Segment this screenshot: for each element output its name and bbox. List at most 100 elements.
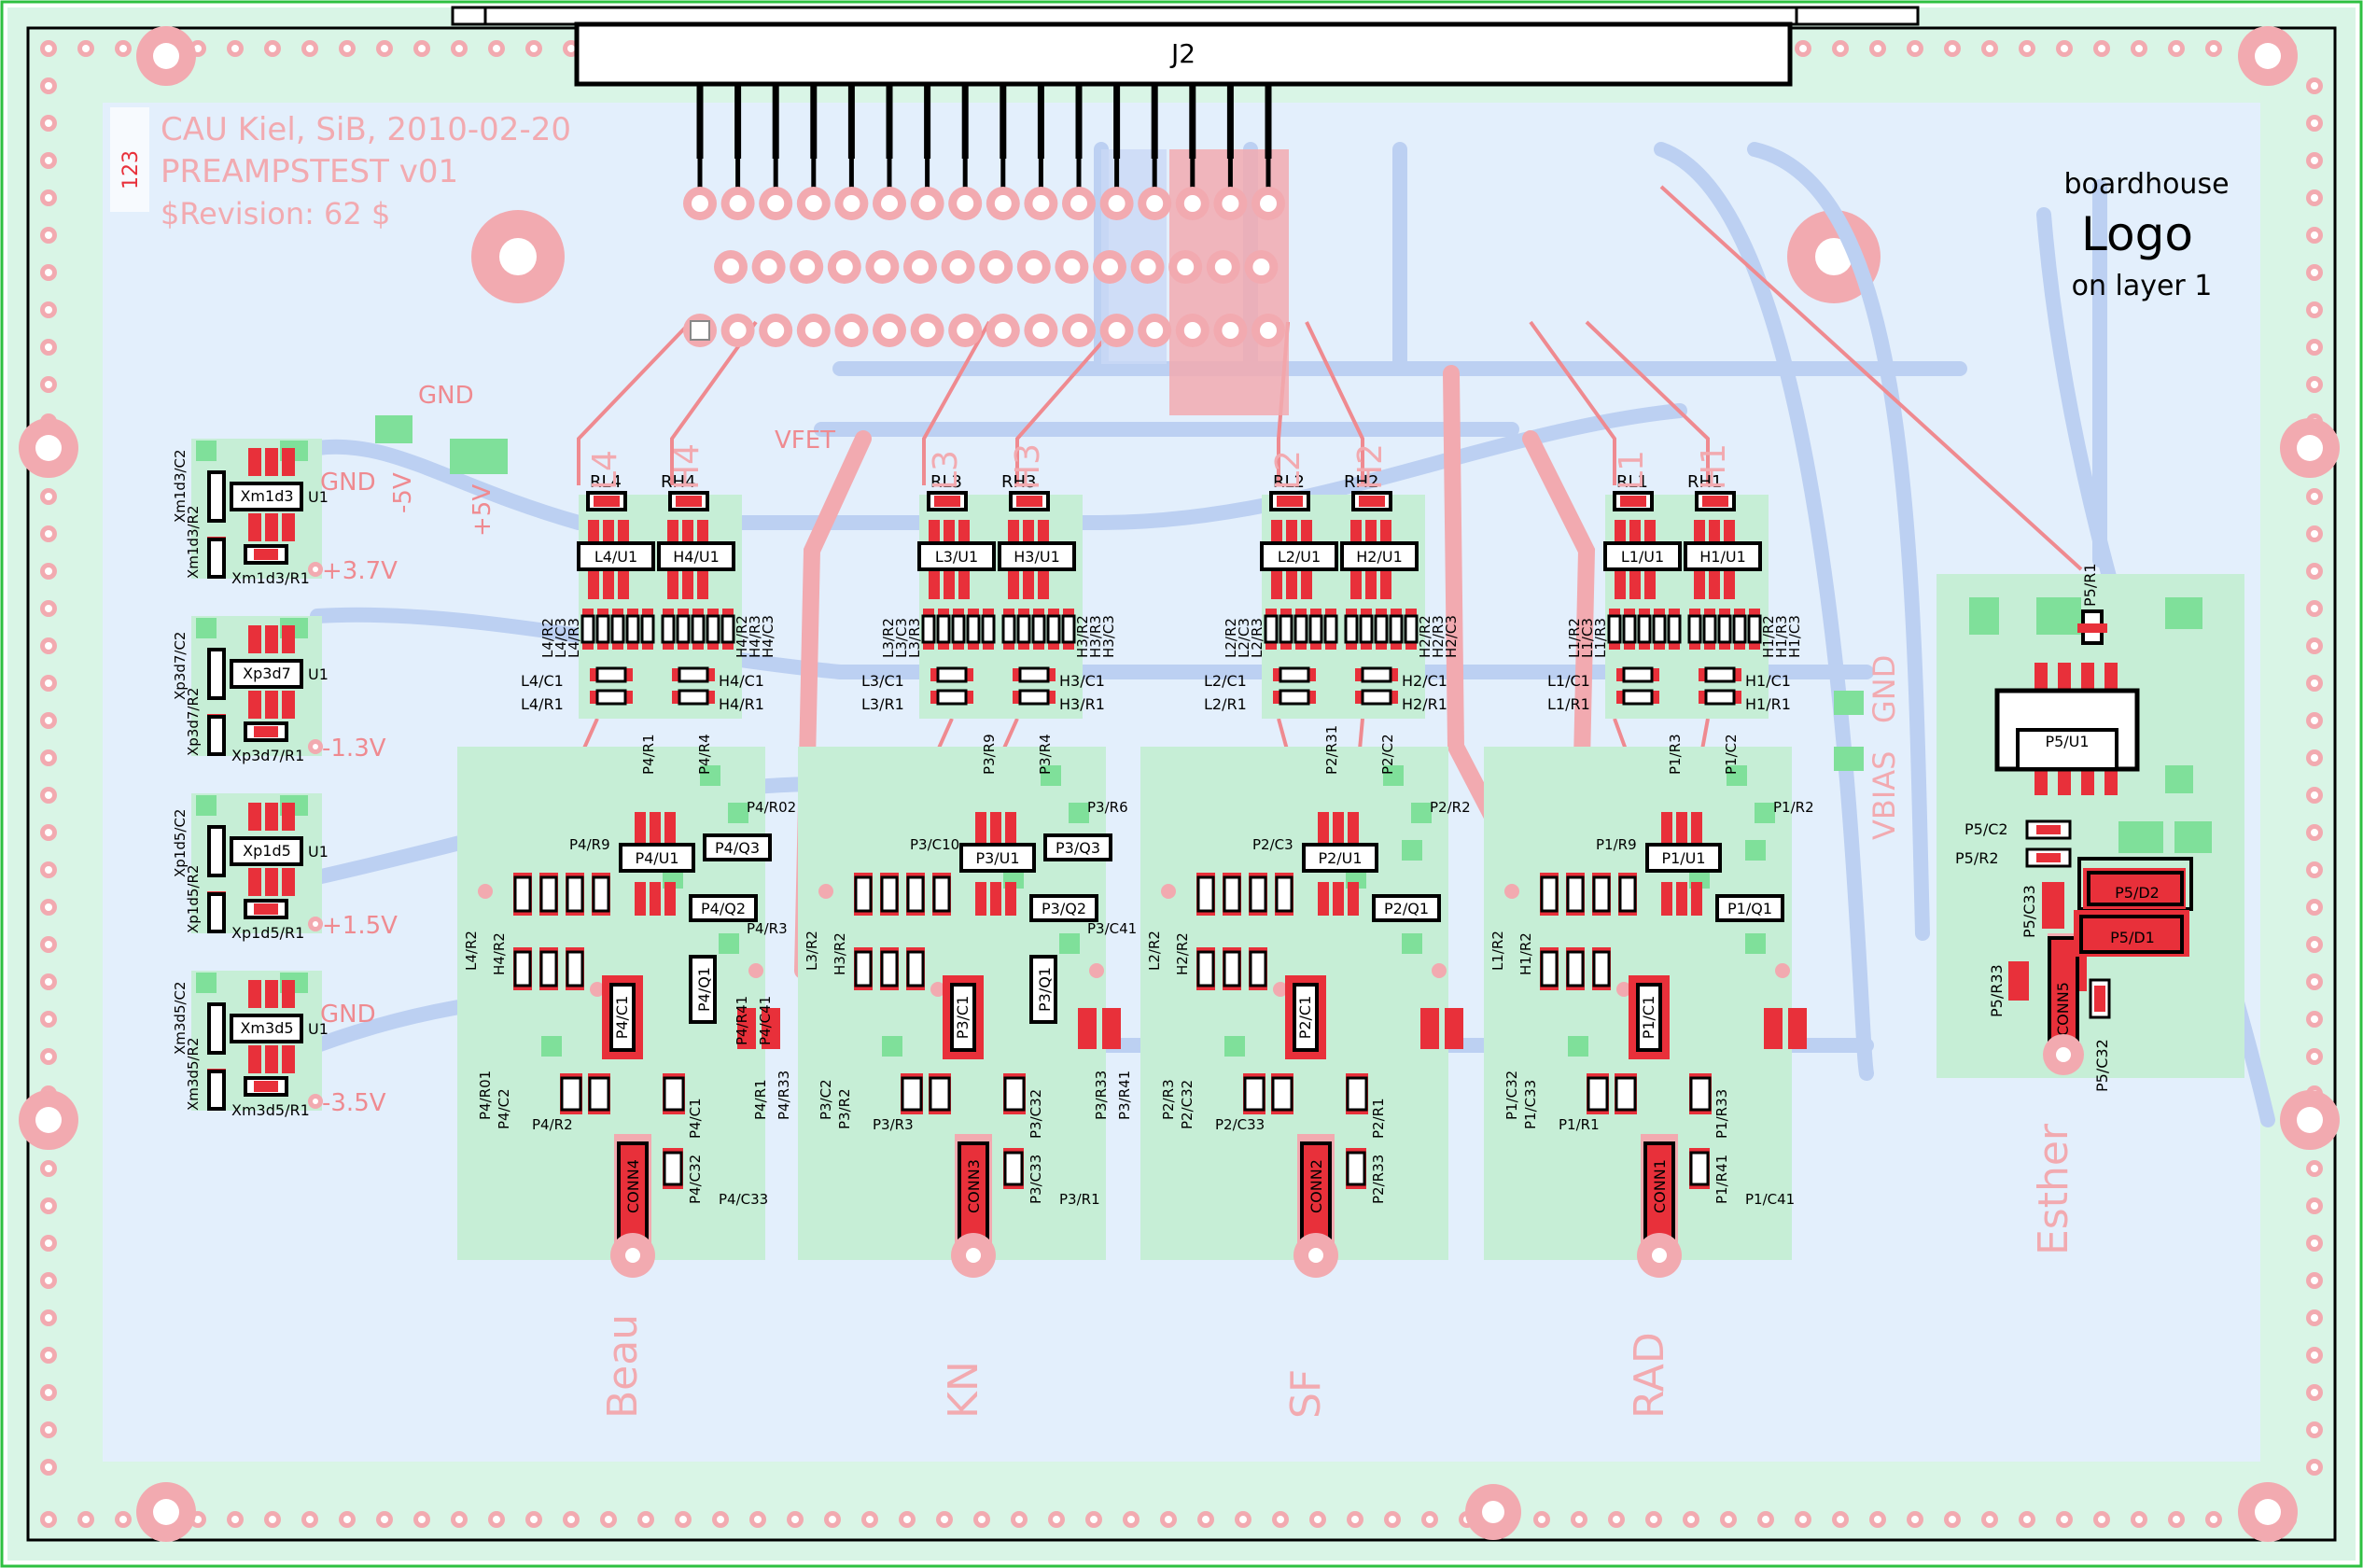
- h-stack-label: H4/C3: [760, 615, 776, 658]
- amp-part-label: P4/R41: [734, 996, 750, 1045]
- regulator-r2-label: Xm1d3/R2: [185, 505, 202, 579]
- regulator-r2-label: Xp1d5/R2: [185, 865, 202, 933]
- l-big-label: L3: [927, 450, 965, 490]
- h-r1-label: H4/R1: [719, 695, 764, 713]
- channel-5: P5/R1 P5/U1 P5/C2 P5/R2 P5/C33 P5/R33: [1937, 563, 2244, 1255]
- amp-part-label: L2/R2: [1146, 931, 1163, 971]
- rail-plus5-label: +5V: [468, 484, 496, 537]
- amp-part-label: P3/C2: [818, 1079, 834, 1120]
- h-big-label: H1: [1695, 443, 1733, 490]
- amp-part-label: P4/R9: [569, 836, 610, 853]
- l-u1-label: L1/U1: [1621, 548, 1664, 566]
- rh-label: RH3: [1001, 472, 1037, 492]
- header-line-3: $Revision: 62 $: [161, 196, 390, 231]
- amp-part-label: P3/C10: [910, 836, 959, 853]
- amp-part-label: P3/R33: [1093, 1071, 1110, 1120]
- regulator-u1-label: Xp3d7: [243, 665, 291, 682]
- amp-part-label: P1/C2: [1723, 734, 1740, 775]
- l-stack-label: L4/R2: [539, 618, 556, 658]
- amp-part-label: P3/C41: [1087, 920, 1137, 937]
- amp-u1-label: P3/U1: [975, 849, 1019, 867]
- l-r1-label: L2/R1: [1204, 695, 1247, 713]
- side-gnd-label: GND: [1867, 655, 1902, 723]
- amp-part-label: P3/R1: [1059, 1191, 1100, 1208]
- regulator-c2-label: Xm1d3/C2: [172, 449, 189, 523]
- rail-minus5-label: -5V: [389, 472, 417, 513]
- amp-part-label: P3/R4: [1037, 734, 1054, 775]
- rh-label: RH1: [1687, 472, 1723, 492]
- regulator-voltage-label: -3.5V: [322, 1089, 386, 1117]
- h-big-label: H3: [1009, 443, 1047, 490]
- l-r1-label: L3/R1: [861, 695, 904, 713]
- l-stack-label: L3/R2: [880, 618, 897, 658]
- rail-labels: GND -5V +5V VFET: [375, 382, 835, 537]
- rh-label: RH2: [1344, 472, 1379, 492]
- h-c1-label: H3/C1: [1059, 672, 1105, 690]
- l-stack-label: L3/C3: [893, 618, 910, 658]
- regulator-r2-label: Xm3d5/R2: [185, 1037, 202, 1111]
- amp-q2-label: P2/Q1: [1384, 900, 1429, 917]
- p5-d1-label: P5/D1: [2110, 929, 2155, 946]
- h-c1-label: H1/C1: [1745, 672, 1791, 690]
- amp-part-label: P1/C33: [1522, 1080, 1539, 1129]
- amp-part-label: P3/R6: [1087, 799, 1128, 816]
- amp-part-label: P1/R1: [1559, 1116, 1600, 1133]
- amp-q2-label: P1/Q1: [1727, 900, 1772, 917]
- channel-name: KN: [940, 1361, 987, 1419]
- l-r1-label: L4/R1: [521, 695, 564, 713]
- h-c1-label: H2/C1: [1402, 672, 1447, 690]
- amp-conn-label: CONN4: [624, 1159, 642, 1213]
- amp-part-label: P2/R33: [1370, 1155, 1387, 1204]
- amp-conn-label: CONN1: [1651, 1159, 1669, 1213]
- amp-part-label: L1/R2: [1489, 931, 1506, 971]
- amp-q1-label: P4/Q1: [695, 967, 713, 1012]
- amp-c1-label: P3/C1: [954, 996, 972, 1040]
- amp-part-label: P1/R2: [1773, 799, 1814, 816]
- header-block: 123 CAU Kiel, SiB, 2010-02-20 PREAMPSTES…: [110, 107, 571, 231]
- p5-c33-label: P5/C33: [2020, 885, 2038, 938]
- channel-name: Beau: [599, 1314, 647, 1419]
- p5-c2-label: P5/C2: [1965, 820, 2008, 838]
- p5-u1-pads: P5/U1: [1994, 663, 2140, 795]
- regulator-r1-label: Xp3d7/R1: [231, 747, 304, 764]
- amp-q2-label: P4/Q2: [701, 900, 746, 917]
- amp-q2-label: P3/Q2: [1042, 900, 1086, 917]
- regulator-top-label: GND: [320, 469, 376, 497]
- amp-part-label: P2/C33: [1215, 1116, 1265, 1133]
- regulator-c2-label: Xm3d5/C2: [172, 981, 189, 1055]
- layer-icon: 123: [119, 150, 143, 189]
- amp-part-label: P1/R33: [1713, 1089, 1730, 1139]
- l-u1-label: L3/U1: [935, 548, 978, 566]
- h-u1-label: H4/U1: [673, 548, 720, 566]
- h-stack-label: H3/R2: [1074, 615, 1091, 658]
- channel-name: RAD: [1626, 1332, 1673, 1419]
- amp-part-label: P4/R3: [747, 920, 788, 937]
- rl-label: RL4: [590, 472, 622, 492]
- regulator-r2-label: Xp3d7/R2: [185, 688, 202, 756]
- regulator-voltage-label: +3.7V: [322, 557, 398, 585]
- l-u1-label: L4/U1: [594, 548, 637, 566]
- h-stack-label: H1/C3: [1786, 615, 1803, 658]
- amp-part-label: P1/R3: [1667, 734, 1684, 775]
- l-stack-label: L3/R3: [906, 618, 923, 658]
- rail-vfet-label: VFET: [775, 427, 835, 455]
- p5-r33-label: P5/R33: [1988, 964, 2006, 1017]
- amp-part-label: P3/C32: [1028, 1089, 1044, 1139]
- amp-part-label: P1/C32: [1503, 1071, 1520, 1120]
- connector-label: J2: [1169, 38, 1195, 69]
- header-line-2: PREAMPSTEST v01: [161, 153, 458, 190]
- l-stack-label: L1/R2: [1566, 618, 1583, 658]
- logo-note-line-2: Logo: [2081, 207, 2193, 261]
- l-stack-label: L1/R3: [1592, 618, 1609, 658]
- amp-c1-label: P4/C1: [613, 996, 631, 1040]
- amp-part-label: P1/C41: [1745, 1191, 1795, 1208]
- h-r1-label: H3/R1: [1059, 695, 1105, 713]
- regulator-c2-label: Xp1d5/C2: [172, 809, 189, 877]
- l-stack-label: L2/C3: [1236, 618, 1252, 658]
- amp-q3-label: P4/Q3: [715, 839, 760, 857]
- amp-c1-label: P2/C1: [1296, 996, 1314, 1040]
